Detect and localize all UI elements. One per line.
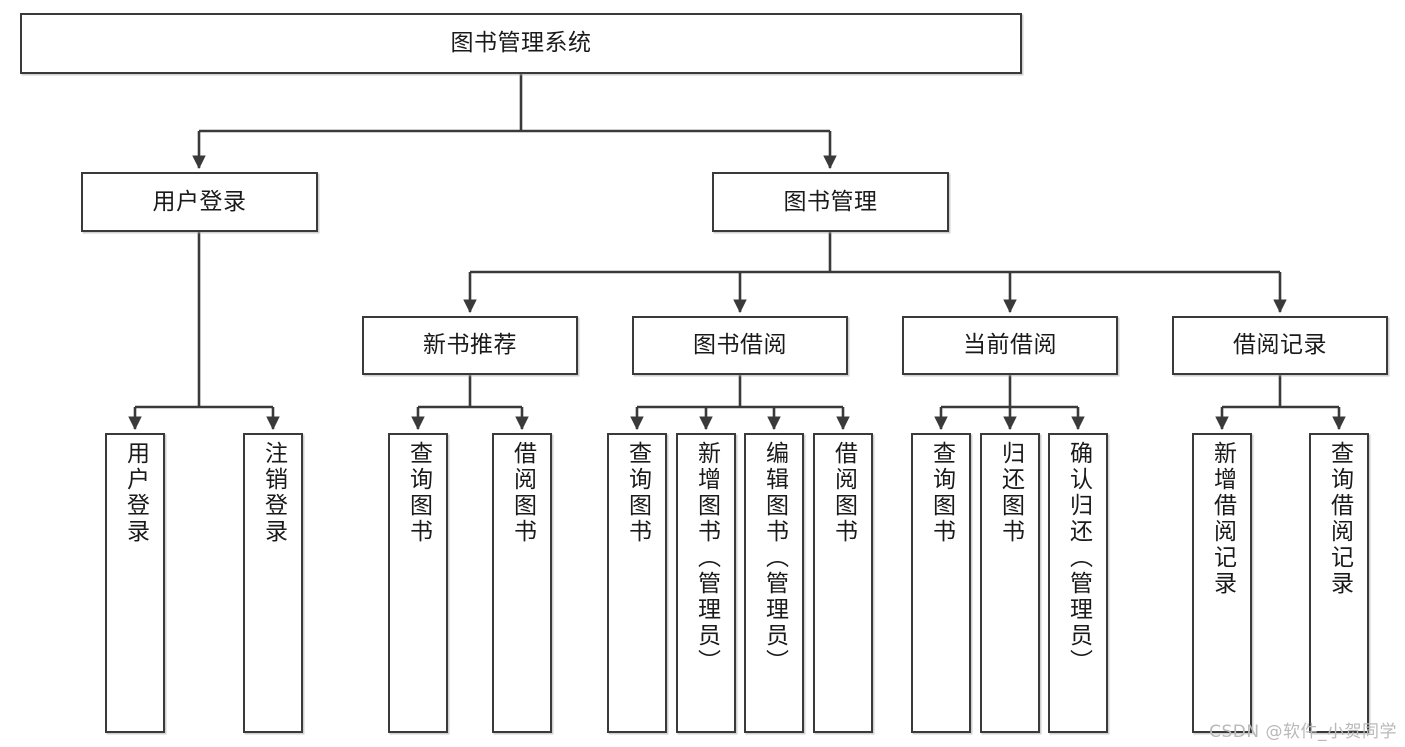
node-leaf-add-record[interactable]: 新增借阅记录 [1192,433,1252,733]
node-user-login[interactable]: 用户登录 [81,172,318,232]
node-label: 新增图书（管理员） [693,441,720,675]
node-label: 查询图书 [405,441,432,545]
node-label: 查询图书 [624,441,651,545]
node-leaf-edit-book[interactable]: 编辑图书（管理员） [744,433,804,733]
node-new-book-recommend[interactable]: 新书推荐 [362,316,578,375]
node-leaf-query-book-2[interactable]: 查询图书 [607,433,667,733]
node-leaf-query-record[interactable]: 查询借阅记录 [1309,433,1369,733]
node-current-borrow[interactable]: 当前借阅 [902,316,1118,375]
node-label: 借阅图书 [509,441,536,545]
node-label: 确认归还（管理员） [1065,441,1092,675]
node-leaf-borrow-book-1[interactable]: 借阅图书 [492,433,552,733]
node-label: 新增借阅记录 [1209,441,1236,597]
node-leaf-return-book[interactable]: 归还图书 [980,433,1040,733]
node-label: 图书借阅 [693,332,787,359]
node-book-borrow[interactable]: 图书借阅 [632,316,848,375]
node-label: 图书管理系统 [450,30,592,57]
node-label: 归还图书 [997,441,1024,545]
node-label: 用户登录 [122,441,149,545]
node-borrow-record[interactable]: 借阅记录 [1172,316,1388,375]
node-label: 查询借阅记录 [1326,441,1353,597]
node-label: 当前借阅 [963,332,1057,359]
node-label: 编辑图书（管理员） [761,441,788,675]
node-leaf-query-book-3[interactable]: 查询图书 [911,433,971,733]
node-leaf-add-book[interactable]: 新增图书（管理员） [676,433,736,733]
csdn-watermark: CSDN @软件_小贺同学 [1209,722,1397,742]
node-leaf-confirm-return[interactable]: 确认归还（管理员） [1048,433,1108,733]
node-leaf-query-book-1[interactable]: 查询图书 [388,433,448,733]
node-label: 注销登录 [260,441,287,545]
node-leaf-borrow-book-2[interactable]: 借阅图书 [813,433,873,733]
node-root-book-management-system[interactable]: 图书管理系统 [20,13,1022,74]
node-leaf-user-login[interactable]: 用户登录 [105,433,165,733]
node-label: 图书管理 [783,188,878,215]
node-label: 用户登录 [152,188,247,215]
node-label: 借阅图书 [830,441,857,545]
node-leaf-logout-login[interactable]: 注销登录 [243,433,303,733]
node-book-management[interactable]: 图书管理 [712,172,949,232]
node-label: 借阅记录 [1233,332,1327,359]
node-label: 新书推荐 [423,332,517,359]
node-label: 查询图书 [928,441,955,545]
